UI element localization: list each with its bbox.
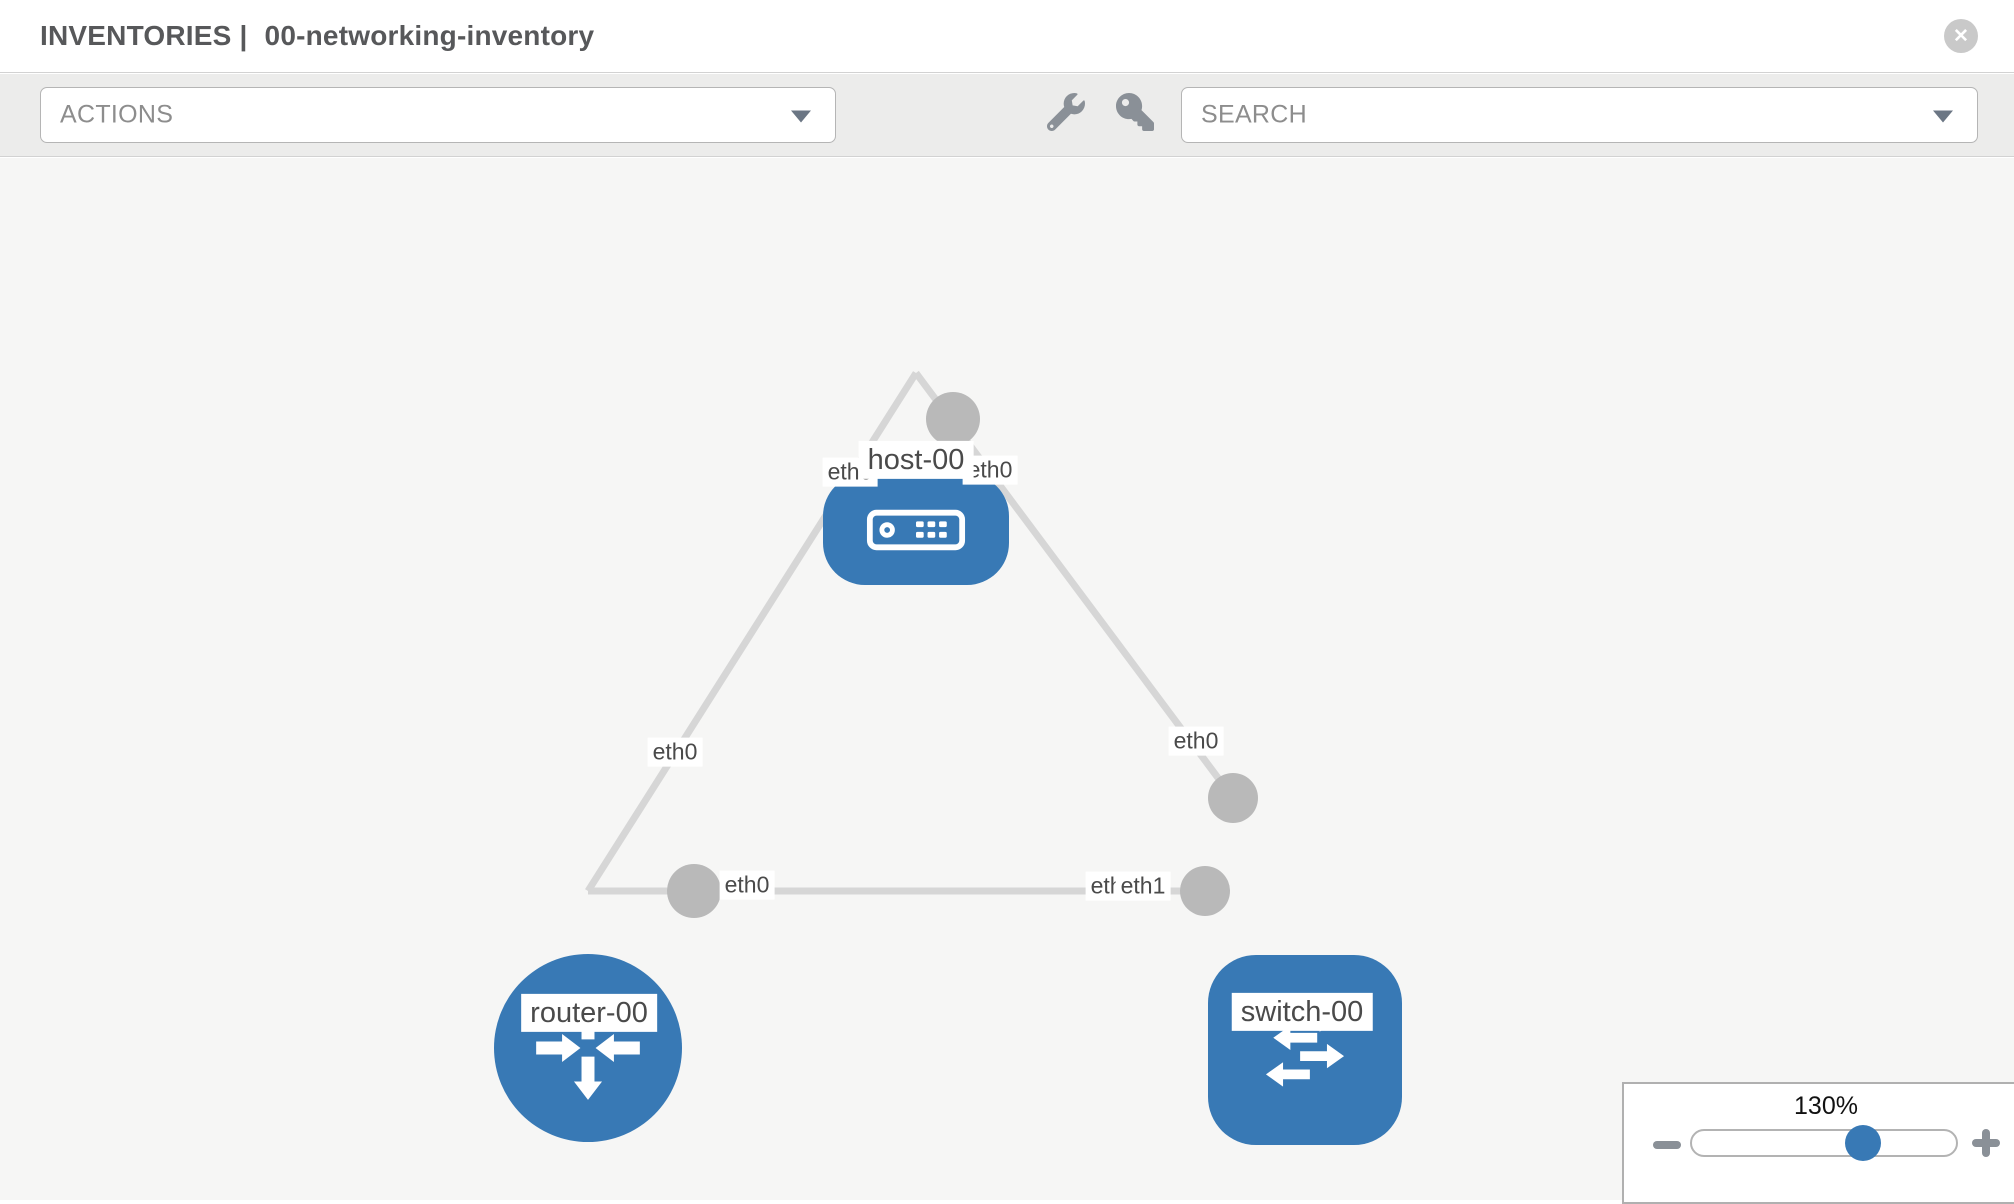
- chevron-down-icon: [791, 110, 811, 123]
- toolbar: ACTIONS SEARCH: [0, 74, 2014, 157]
- close-icon[interactable]: ✕: [1944, 19, 1978, 53]
- minus-icon[interactable]: [1653, 1141, 1681, 1149]
- node-label-host: host-00: [858, 440, 974, 480]
- actions-dropdown[interactable]: ACTIONS: [40, 87, 836, 143]
- interface-dot-host-bottom[interactable]: [926, 392, 980, 446]
- topology-canvas[interactable]: eth0 eth0 eth0 eth0 eth0 eth0 eth1 host-…: [0, 158, 2014, 1200]
- chevron-down-icon: [1933, 110, 1953, 123]
- zoom-slider-thumb[interactable]: [1845, 1125, 1881, 1161]
- plus-icon[interactable]: [1972, 1129, 2000, 1157]
- interface-dot-switch-left[interactable]: [1180, 866, 1230, 916]
- node-switch-00[interactable]: [1208, 955, 1402, 1145]
- interface-label: eth0: [647, 737, 703, 767]
- zoom-level: 130%: [1794, 1092, 1858, 1120]
- interface-label: eth0: [1168, 726, 1224, 756]
- header: INVENTORIES| 00-networking-inventory ✕: [0, 0, 2014, 73]
- search-dropdown[interactable]: SEARCH: [1181, 87, 1978, 143]
- host-icon: [866, 509, 966, 550]
- interface-dot-switch-topleft[interactable]: [1208, 773, 1258, 823]
- wrench-icon[interactable]: [1047, 93, 1085, 131]
- node-router-00[interactable]: [494, 954, 682, 1142]
- node-host-00[interactable]: [823, 474, 1009, 585]
- node-label-switch: switch-00: [1231, 992, 1373, 1032]
- node-label-router: router-00: [521, 993, 657, 1033]
- interface-label: eth0: [719, 870, 775, 900]
- page-title: INVENTORIES| 00-networking-inventory: [40, 20, 602, 52]
- actions-dropdown-label: ACTIONS: [60, 100, 174, 129]
- links-layer: [585, 370, 1258, 918]
- zoom-panel: 130%: [1622, 1082, 2014, 1204]
- interface-label: eth1: [1115, 871, 1171, 901]
- key-icon[interactable]: [1116, 93, 1154, 131]
- zoom-slider-track[interactable]: [1690, 1129, 1958, 1157]
- breadcrumb[interactable]: INVENTORIES: [40, 20, 232, 51]
- breadcrumb-separator: |: [239, 20, 248, 51]
- search-placeholder: SEARCH: [1201, 100, 1307, 129]
- inventory-name: 00-networking-inventory: [264, 20, 595, 51]
- interface-dot-router-right[interactable]: [667, 864, 721, 918]
